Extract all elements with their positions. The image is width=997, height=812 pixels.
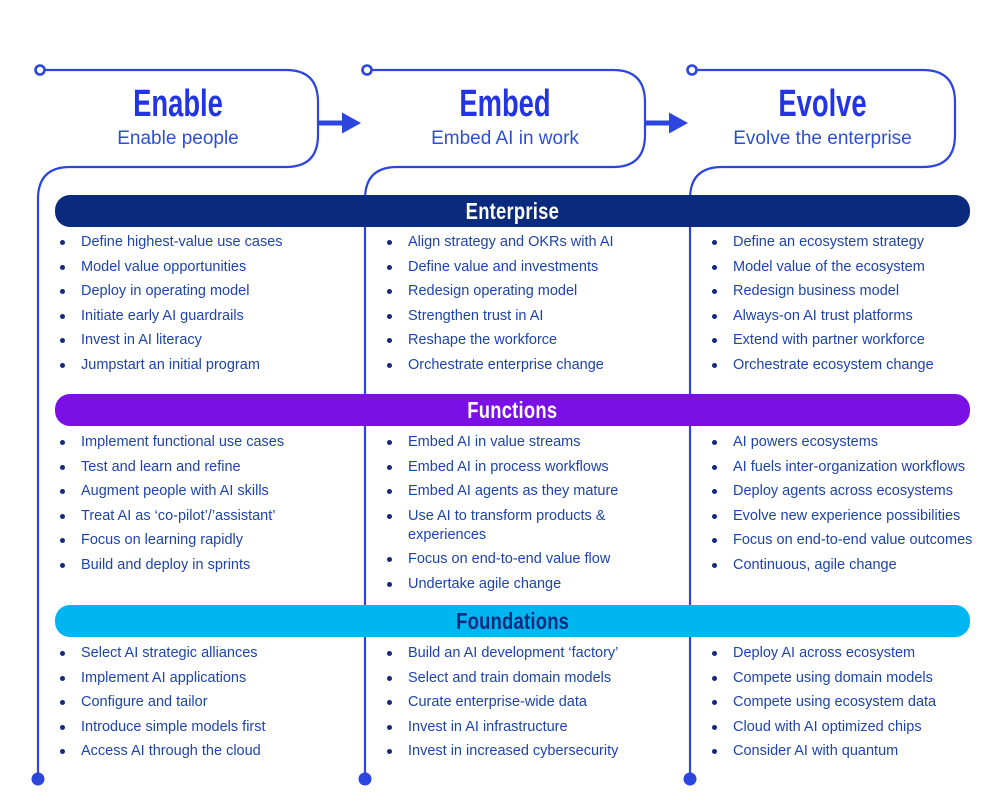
end-node-icon	[683, 772, 697, 786]
list-item: Model value opportunities	[58, 258, 358, 277]
start-node-icon	[361, 64, 373, 76]
list-item: Augment people with AI skills	[58, 482, 358, 501]
list-item: Deploy in operating model	[58, 282, 358, 301]
phase-subtitle: Enable people	[117, 128, 239, 149]
list-item: Define an ecosystem strategy	[710, 233, 995, 252]
list-item: Invest in AI literacy	[58, 331, 358, 350]
list-item: Orchestrate ecosystem change	[710, 356, 995, 375]
list-item: Deploy AI across ecosystem	[710, 644, 995, 663]
foundations-embed-list: Build an AI development ‘factory’ Select…	[385, 644, 665, 767]
phase-subtitle: Evolve the enterprise	[733, 128, 912, 149]
band-foundations: Foundations	[55, 605, 970, 637]
list-item: Jumpstart an initial program	[58, 356, 358, 375]
list-item: AI powers ecosystems	[710, 433, 995, 452]
phase-title: Evolve	[778, 83, 867, 125]
band-functions: Functions	[55, 394, 970, 426]
phase-header-evolve: Evolve Evolve the enterprise	[690, 84, 955, 150]
list-item: Orchestrate enterprise change	[385, 356, 665, 375]
list-item: Build and deploy in sprints	[58, 556, 358, 575]
list-item: Focus on end-to-end value flow	[385, 550, 665, 569]
enterprise-enable-list: Define highest-value use cases Model val…	[58, 233, 358, 381]
list-item: Select AI strategic alliances	[58, 644, 358, 663]
list-item: Undertake agile change	[385, 575, 665, 594]
band-title: Foundations	[455, 607, 570, 634]
list-item: Deploy agents across ecosystems	[710, 482, 995, 501]
list-item: Focus on learning rapidly	[58, 531, 358, 550]
list-item: Focus on end-to-end value outcomes	[710, 531, 995, 550]
phase-evolve-outline-path	[688, 68, 957, 773]
start-node-icon	[686, 64, 698, 76]
list-item: Test and learn and refine	[58, 458, 358, 477]
list-item: Implement AI applications	[58, 669, 358, 688]
list-item: Compete using ecosystem data	[710, 693, 995, 712]
end-node-icon	[358, 772, 372, 786]
list-item: Extend with partner workforce	[710, 331, 995, 350]
list-item: Use AI to transform products & experienc…	[385, 507, 665, 545]
phase-subtitle: Embed AI in work	[431, 128, 579, 149]
band-enterprise: Enterprise	[55, 195, 970, 227]
list-item: Reshape the workforce	[385, 331, 665, 350]
phase-title: Embed	[459, 83, 551, 125]
list-item: Introduce simple models first	[58, 718, 358, 737]
list-item: Invest in increased cybersecurity	[385, 742, 665, 761]
list-item: Consider AI with quantum	[710, 742, 995, 761]
list-item: Compete using domain models	[710, 669, 995, 688]
list-item: Define value and investments	[385, 258, 665, 277]
list-item: Cloud with AI optimized chips	[710, 718, 995, 737]
list-item: Embed AI in process workflows	[385, 458, 665, 477]
list-item: Redesign business model	[710, 282, 995, 301]
list-item: Curate enterprise-wide data	[385, 693, 665, 712]
band-title: Enterprise	[465, 197, 560, 224]
list-item: Evolve new experience possibilities	[710, 507, 995, 526]
list-item: Redesign operating model	[385, 282, 665, 301]
list-item: Align strategy and OKRs with AI	[385, 233, 665, 252]
list-item: Invest in AI infrastructure	[385, 718, 665, 737]
phase-title: Enable	[133, 83, 223, 125]
arrow-right-icon	[319, 112, 361, 134]
list-item: Continuous, agile change	[710, 556, 995, 575]
list-item: Build an AI development ‘factory’	[385, 644, 665, 663]
functions-enable-list: Implement functional use cases Test and …	[58, 433, 358, 581]
phase-embed-outline-path	[363, 68, 647, 773]
phase-header-enable: Enable Enable people	[38, 84, 318, 150]
list-item: Always-on AI trust platforms	[710, 307, 995, 326]
arrow-right-icon	[646, 112, 688, 134]
enterprise-evolve-list: Define an ecosystem strategy Model value…	[710, 233, 995, 381]
band-title: Functions	[467, 396, 558, 423]
start-node-icon	[34, 64, 46, 76]
list-item: Treat AI as ‘co-pilot’/’assistant’	[58, 507, 358, 526]
list-item: Initiate early AI guardrails	[58, 307, 358, 326]
functions-evolve-list: AI powers ecosystems AI fuels inter-orga…	[710, 433, 995, 581]
list-item: Embed AI agents as they mature	[385, 482, 665, 501]
list-item: Embed AI in value streams	[385, 433, 665, 452]
list-item: Model value of the ecosystem	[710, 258, 995, 277]
list-item: AI fuels inter-organization workflows	[710, 458, 995, 477]
list-item: Implement functional use cases	[58, 433, 358, 452]
foundations-evolve-list: Deploy AI across ecosystem Compete using…	[710, 644, 995, 767]
list-item: Define highest-value use cases	[58, 233, 358, 252]
enterprise-embed-list: Align strategy and OKRs with AI Define v…	[385, 233, 665, 381]
phase-header-embed: Embed Embed AI in work	[365, 84, 645, 150]
list-item: Strengthen trust in AI	[385, 307, 665, 326]
list-item: Access AI through the cloud	[58, 742, 358, 761]
functions-embed-list: Embed AI in value streams Embed AI in pr…	[385, 433, 665, 600]
foundations-enable-list: Select AI strategic alliances Implement …	[58, 644, 358, 767]
phase-enable-outline-path	[36, 68, 320, 773]
end-node-icon	[31, 772, 45, 786]
list-item: Select and train domain models	[385, 669, 665, 688]
list-item: Configure and tailor	[58, 693, 358, 712]
